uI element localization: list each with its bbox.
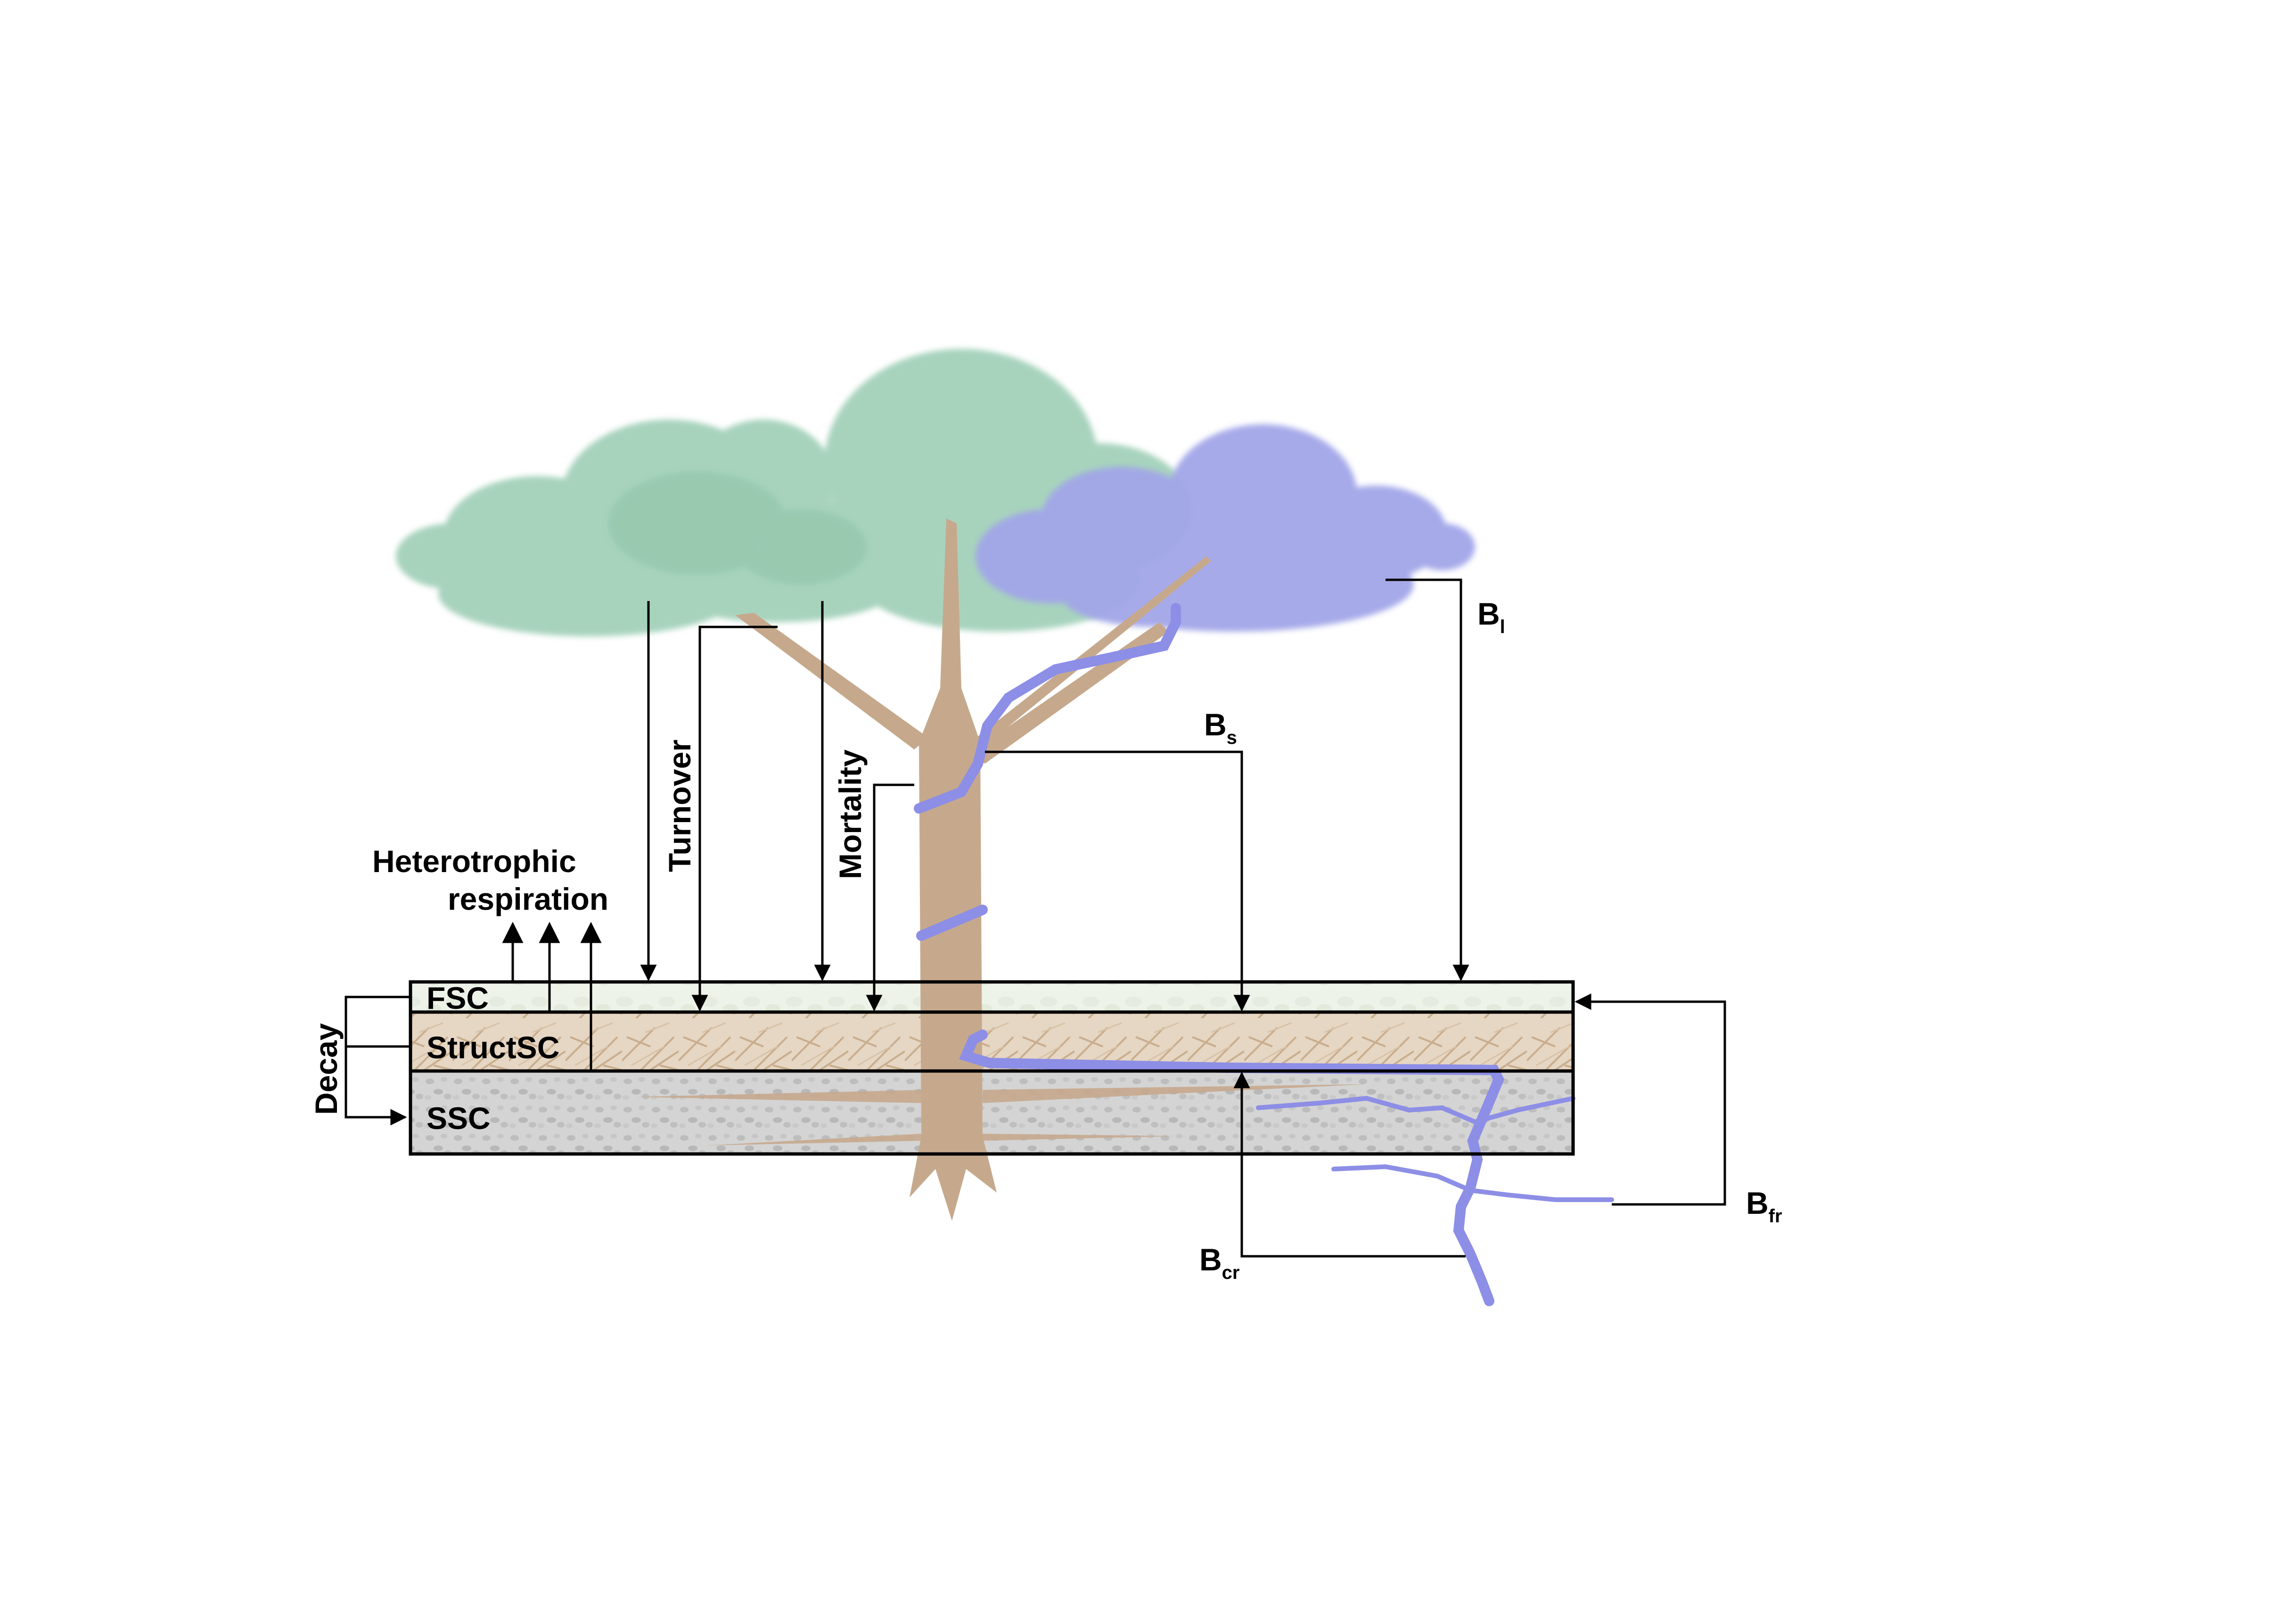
fine-root-biomass-label: Bfr bbox=[1746, 1186, 1782, 1227]
heterotrophic-label: Heterotrophic bbox=[372, 844, 576, 879]
leaf-biomass-arrow bbox=[1386, 580, 1461, 980]
fsc-layer bbox=[410, 982, 1573, 1012]
fsc-label: FSC bbox=[426, 980, 489, 1015]
decay-arrows bbox=[346, 997, 410, 1117]
ssc-label: SSC bbox=[426, 1101, 491, 1136]
stem-biomass-label: Bs bbox=[1204, 707, 1237, 748]
fine-root-biomass-arrow bbox=[1576, 1002, 1725, 1204]
coarse-root-biomass-label: Bcr bbox=[1199, 1242, 1239, 1283]
mortality-label: Mortality bbox=[833, 750, 868, 879]
decay-label: Decay bbox=[309, 1023, 344, 1115]
structsc-label: StructSC bbox=[426, 1030, 559, 1065]
respiration-label: respiration bbox=[448, 882, 608, 916]
leaf-biomass-label: Bl bbox=[1477, 596, 1505, 637]
turnover-label: Turnover bbox=[662, 740, 697, 872]
stem-biomass-arrow bbox=[985, 752, 1242, 1010]
ssc-layer bbox=[410, 1071, 1573, 1154]
